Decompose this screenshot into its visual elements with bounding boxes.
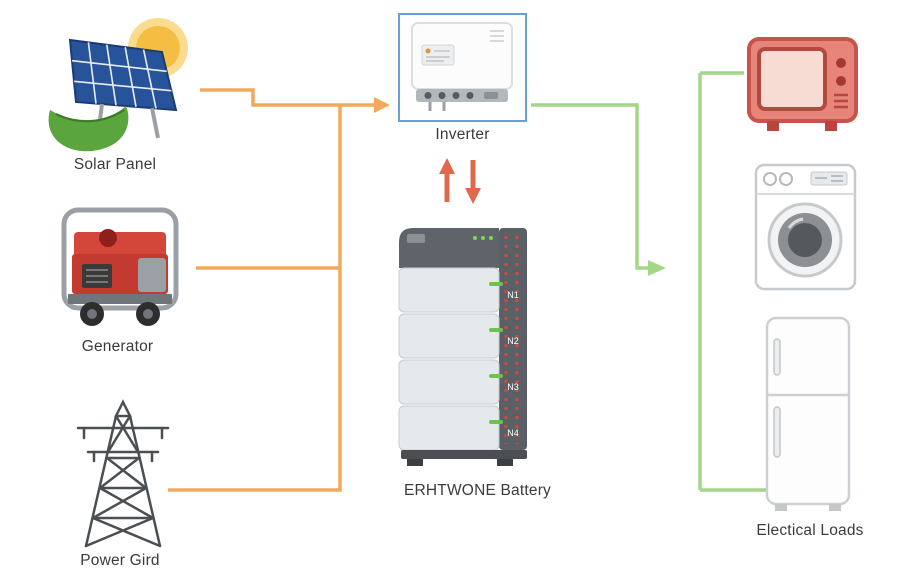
inverter-sticker <box>421 44 455 66</box>
electrical-loads-label: Electical Loads <box>756 522 864 539</box>
generator-engine <box>138 258 166 292</box>
generator-frame <box>61 207 179 311</box>
washer-drum-inner <box>788 223 822 257</box>
leaf-vein <box>55 109 125 123</box>
wheel-right-hub <box>143 309 153 319</box>
battery-foot-right <box>497 459 513 466</box>
solar-panel-label: Solar Panel <box>73 156 157 173</box>
battery-module-4 <box>398 405 500 451</box>
solar-line <box>200 88 374 107</box>
inverter-port <box>484 92 498 99</box>
arrow-to-loads <box>648 260 666 276</box>
refrigerator-icon <box>765 316 851 511</box>
fridge-body <box>765 316 851 506</box>
module-label-n1: N1 <box>507 290 519 300</box>
fridge-foot-left <box>775 504 787 511</box>
up-arrow-icon <box>439 158 455 174</box>
load-lines <box>531 71 768 492</box>
washer-display-bars <box>815 175 843 182</box>
generator-icon <box>61 207 179 326</box>
battery-module-2 <box>398 313 500 359</box>
down-arrow-icon <box>465 188 481 204</box>
washing-machine-icon <box>754 163 857 291</box>
battery-foot-left <box>407 459 423 466</box>
tv-icon <box>747 37 858 131</box>
power-grid-label: Power Gird <box>80 552 160 569</box>
tv-screen <box>757 47 827 111</box>
module-label-n3: N3 <box>507 382 519 392</box>
inverter-connectors <box>424 92 474 99</box>
tower-lattice <box>76 399 170 548</box>
grill-lines <box>86 269 108 283</box>
battery-label: ERHTWONE Battery <box>403 482 552 499</box>
inverter-base <box>416 89 508 102</box>
module-leds <box>489 282 503 424</box>
solar-panel-icon <box>48 18 188 152</box>
inverter-indicator <box>425 48 431 54</box>
battery-modules <box>398 267 500 451</box>
generator-cap <box>99 229 117 247</box>
battery-status-leds <box>473 236 493 240</box>
fridge-foot-right <box>829 504 841 511</box>
inverter-vents <box>490 30 504 42</box>
arrow-into-inverter <box>374 97 390 113</box>
charge-discharge-arrows-icon <box>439 158 481 204</box>
power-grid-icon <box>76 399 170 548</box>
fridge-handle-bottom <box>773 406 781 458</box>
battery-icon: N1 N2 N3 N4 <box>398 228 527 466</box>
grid-line <box>168 105 342 492</box>
inverter-cables <box>428 102 446 111</box>
sticker-lines <box>426 50 450 62</box>
washer-door-highlight <box>787 217 804 229</box>
wheel-left-hub <box>87 309 97 319</box>
tv-knob-1 <box>836 58 846 68</box>
generator-base <box>68 294 172 304</box>
tv-leg-right <box>825 121 837 131</box>
battery-base <box>401 450 527 459</box>
pv-grid <box>71 42 172 109</box>
module-label-n2: N2 <box>507 336 519 346</box>
inverter-icon <box>411 22 513 111</box>
inverter-out-line <box>531 103 648 270</box>
flow-arrow-shafts <box>444 160 476 202</box>
battery-module-3 <box>398 359 500 405</box>
tv-knob-2 <box>836 76 846 86</box>
fridge-handle-top <box>773 338 781 376</box>
battery-module-1 <box>398 267 500 313</box>
inverter-highlight-box <box>398 13 527 122</box>
battery-logo <box>407 234 425 243</box>
source-lines <box>168 88 374 492</box>
inverter-label: Inverter <box>435 126 490 143</box>
washer-dial-1 <box>763 172 777 186</box>
module-labels: N1 N2 N3 N4 <box>507 290 519 438</box>
generator-label: Generator <box>81 338 154 355</box>
tv-speaker-lines <box>834 93 848 109</box>
leaf-icon <box>48 106 129 152</box>
washer-dial-2 <box>779 172 793 186</box>
tv-leg-left <box>767 121 779 131</box>
generator-tank <box>74 232 166 258</box>
module-label-n4: N4 <box>507 428 519 438</box>
